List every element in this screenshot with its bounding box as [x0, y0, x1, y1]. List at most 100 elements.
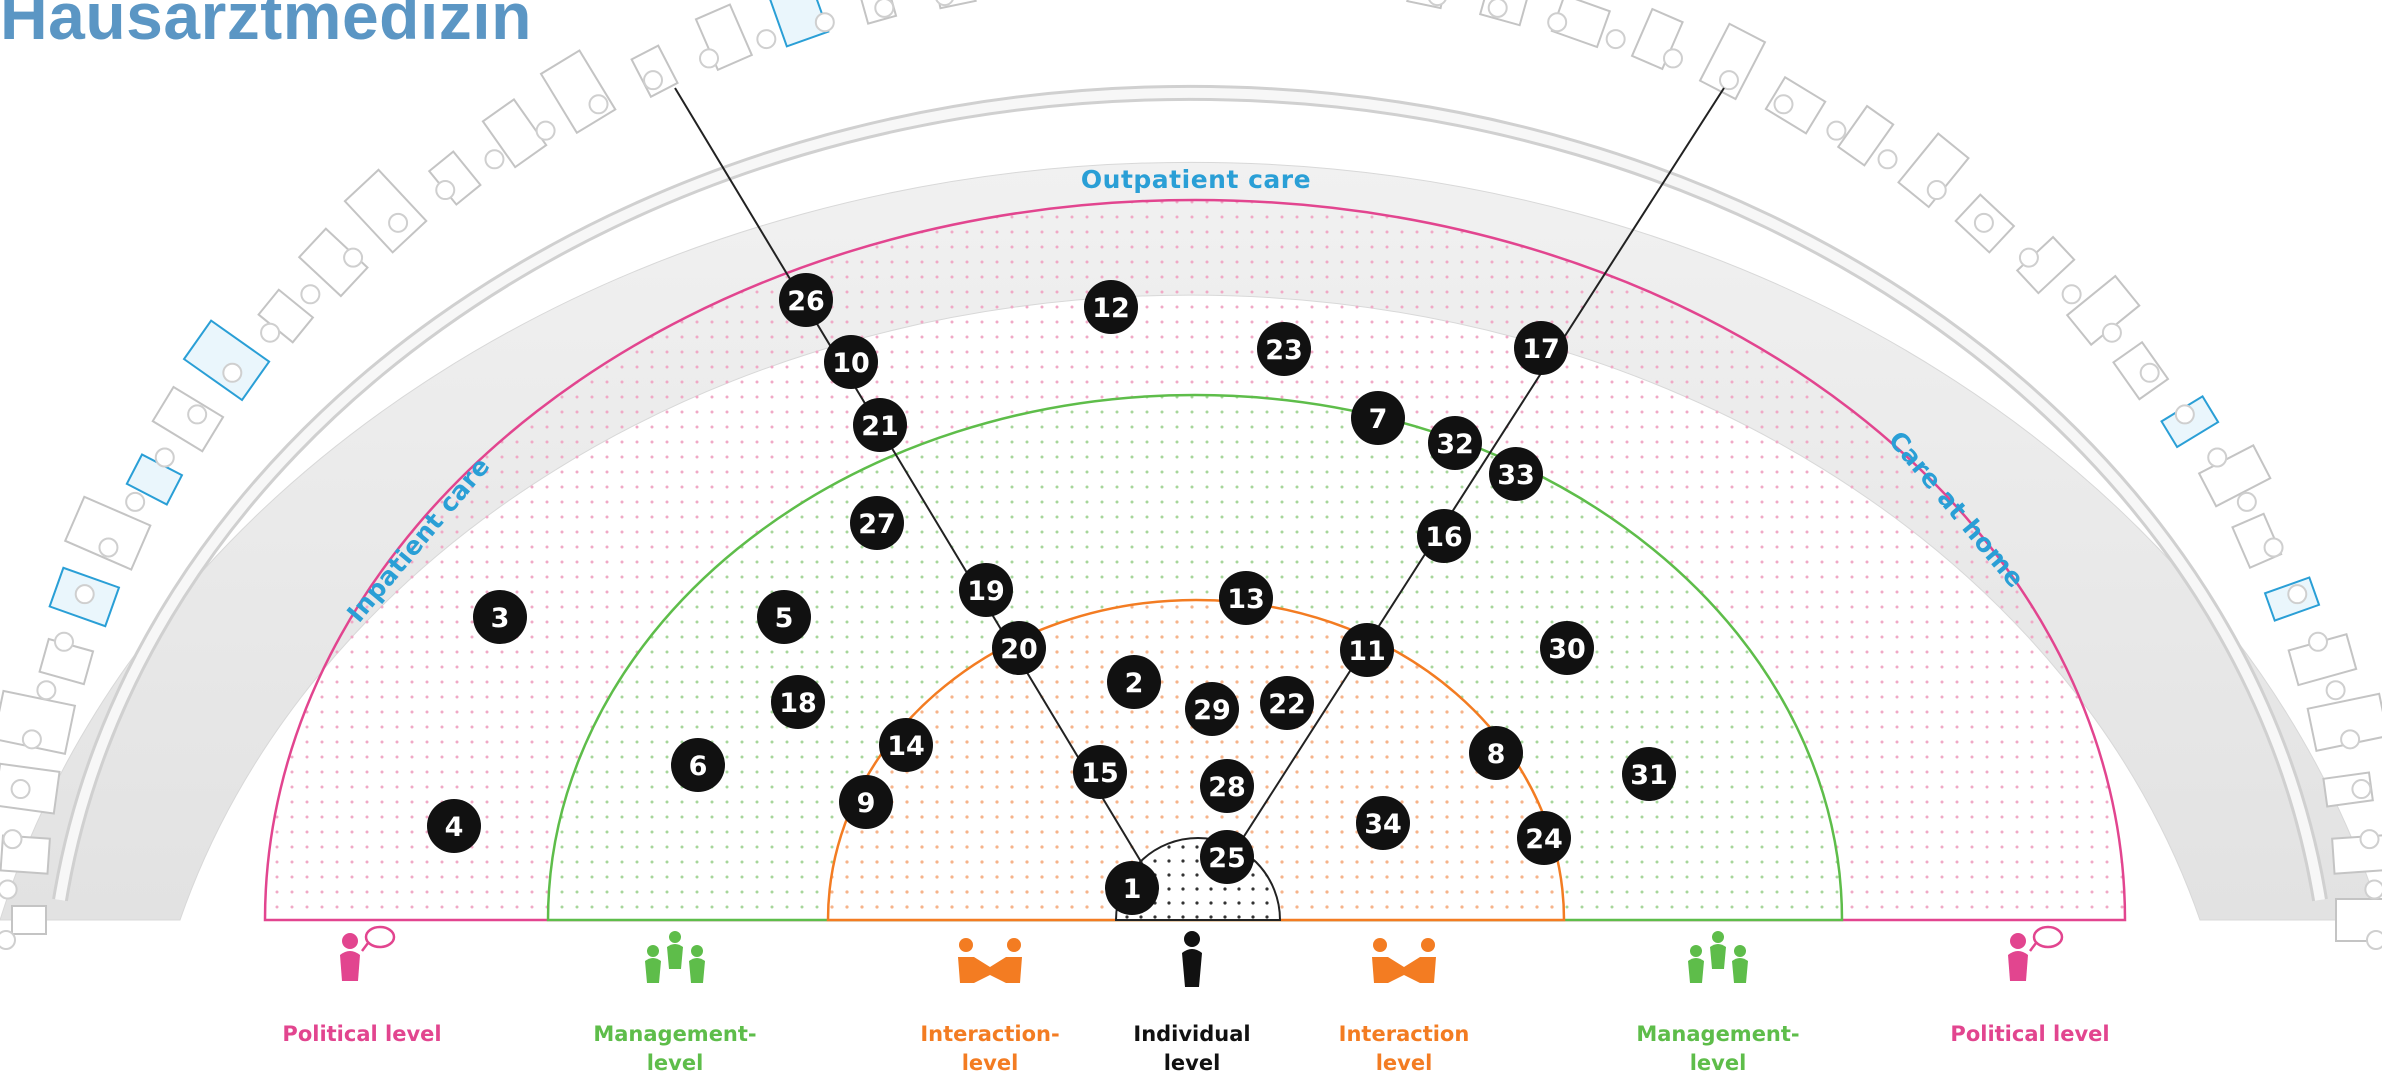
marker-16: 16: [1417, 509, 1471, 563]
marker-circle: [1514, 321, 1568, 375]
marker-10: 10: [824, 335, 878, 389]
divider-line-right: [1215, 87, 1725, 881]
marker-circle: [1489, 447, 1543, 501]
tree: [260, 322, 281, 343]
marker-label: 2: [1125, 668, 1144, 699]
marker-label: 5: [775, 603, 794, 634]
tree: [2207, 447, 2228, 468]
tree: [1662, 48, 1683, 69]
tree: [2359, 829, 2380, 850]
marker-circle: [1469, 726, 1523, 780]
city-buildings: [0, 0, 2382, 950]
tree: [2325, 680, 2346, 701]
marker-21: 21: [853, 398, 907, 452]
marker-20: 20: [992, 621, 1046, 675]
marker-circle: [1185, 682, 1239, 736]
marker-label: 11: [1348, 636, 1386, 667]
tree: [2364, 879, 2382, 900]
marker-circle: [959, 563, 1013, 617]
marker-circle: [757, 590, 811, 644]
building: [928, 0, 977, 10]
group-icon: [1678, 925, 1758, 1000]
level-label: Interaction-level: [880, 1020, 1100, 1078]
marker-label: 32: [1436, 429, 1474, 460]
marker-24: 24: [1517, 811, 1571, 865]
marker-label: 4: [445, 812, 464, 843]
building: [11, 905, 47, 935]
tree: [300, 284, 321, 305]
marker-14: 14: [879, 718, 933, 772]
tree: [1973, 212, 1994, 233]
tree: [53, 631, 74, 652]
marker-circle: [839, 775, 893, 829]
marker-27: 27: [850, 496, 904, 550]
building: [1836, 104, 1895, 167]
building: [1630, 7, 1684, 71]
marker-circle: [1340, 623, 1394, 677]
marker-label: 13: [1227, 584, 1265, 615]
marker-32: 32: [1428, 416, 1482, 470]
marker-25: 25: [1200, 830, 1254, 884]
level-label-line2: level: [1375, 1051, 1433, 1075]
marker-11: 11: [1340, 623, 1394, 677]
marker-circle: [1622, 747, 1676, 801]
tree: [1826, 120, 1847, 141]
handshake-icon: [950, 925, 1030, 1000]
marker-label: 8: [1487, 739, 1506, 770]
marker-circle: [1260, 676, 1314, 730]
marker-circle: [1257, 322, 1311, 376]
building: [63, 495, 152, 571]
marker-33: 33: [1489, 447, 1543, 501]
tree: [1487, 0, 1508, 18]
group-icon: [635, 925, 715, 1000]
building: [427, 150, 482, 206]
tree: [125, 491, 146, 512]
marker-circle: [1351, 391, 1405, 445]
building: [1698, 22, 1767, 101]
marker-3: 3: [473, 590, 527, 644]
marker-34: 34: [1356, 796, 1410, 850]
tree: [814, 12, 835, 33]
marker-12: 12: [1084, 280, 1138, 334]
person-speech-bubble-icon: [1990, 925, 2070, 1000]
marker-label: 10: [832, 348, 870, 379]
marker-circle: [1200, 830, 1254, 884]
level-label-line2: level: [961, 1051, 1019, 1075]
marker-label: 24: [1525, 824, 1563, 855]
level-label-line1: Political level: [1950, 1022, 2110, 1046]
marker-label: 31: [1630, 760, 1668, 791]
building: [343, 168, 428, 254]
handshake-icon: [1364, 925, 1444, 1000]
tree: [1547, 12, 1568, 33]
marker-label: 30: [1548, 634, 1586, 665]
marker-1: 1: [1105, 861, 1159, 915]
tree: [154, 447, 175, 468]
marker-18: 18: [771, 675, 825, 729]
building: [481, 98, 548, 169]
tree: [0, 879, 18, 900]
marker-circle: [671, 738, 725, 792]
marker-label: 17: [1522, 334, 1560, 365]
marker-circle: [853, 398, 907, 452]
tree: [2351, 779, 2372, 800]
divider-line-left: [674, 87, 1153, 881]
tree: [98, 537, 119, 558]
tree: [1718, 70, 1739, 91]
marker-label: 7: [1369, 404, 1388, 435]
level-label-line1: Political level: [282, 1022, 442, 1046]
level-label-line1: Interaction: [1338, 1022, 1470, 1046]
marker-circle: [850, 496, 904, 550]
marker-label: 29: [1193, 695, 1231, 726]
tree: [2287, 584, 2308, 605]
tree: [21, 729, 42, 750]
marker-circle: [824, 335, 878, 389]
level-label-line1: Individual: [1133, 1022, 1251, 1046]
marker-circle: [771, 675, 825, 729]
marker-4: 4: [427, 799, 481, 853]
marker-circle: [1417, 509, 1471, 563]
tree: [1877, 149, 1898, 170]
marker-label: 14: [887, 731, 925, 762]
marker-label: 12: [1092, 293, 1130, 324]
level-label-line2: level: [646, 1051, 704, 1075]
marker-label: 1: [1123, 874, 1142, 905]
